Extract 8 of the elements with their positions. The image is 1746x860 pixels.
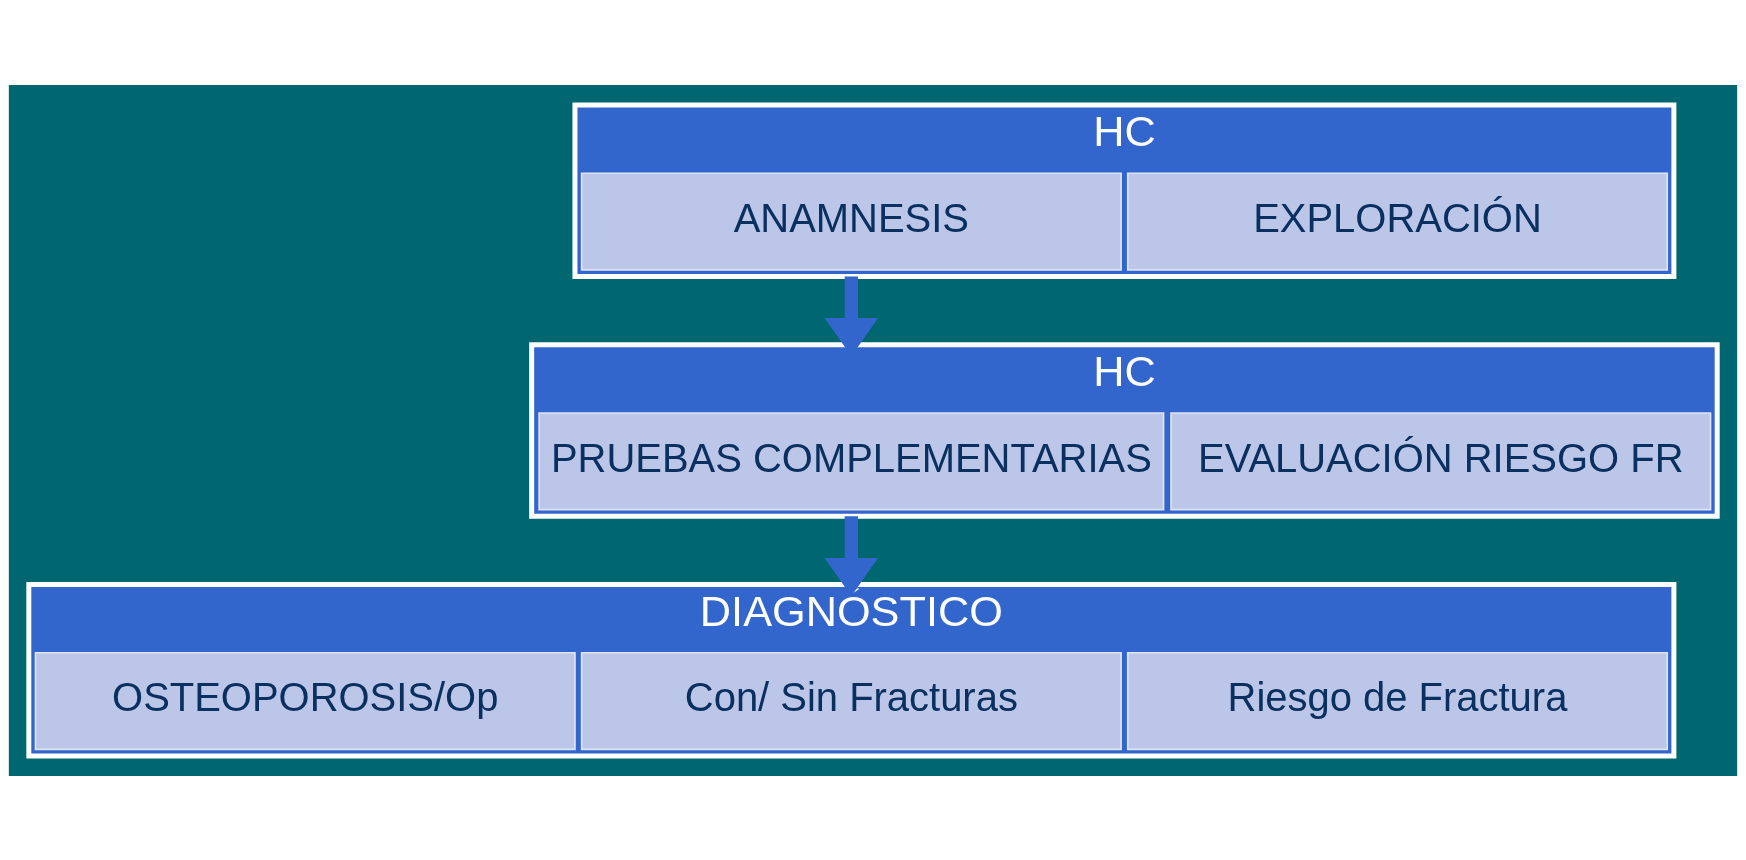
node-box: OSTEOPOROSIS/Op bbox=[34, 651, 576, 750]
arrow bbox=[824, 515, 879, 596]
node-box: PRUEBAS COMPLEMENTARIAS bbox=[538, 411, 1165, 510]
node-box: EXPLORACIÓN bbox=[1126, 171, 1669, 271]
node-box: Riesgo de Fractura bbox=[1126, 651, 1669, 750]
node-box: EVALUACIÓN RIESGO FR bbox=[1170, 411, 1712, 510]
node-box: ANAMNESIS bbox=[580, 171, 1122, 271]
node-box: Con/ Sin Fracturas bbox=[580, 651, 1122, 750]
